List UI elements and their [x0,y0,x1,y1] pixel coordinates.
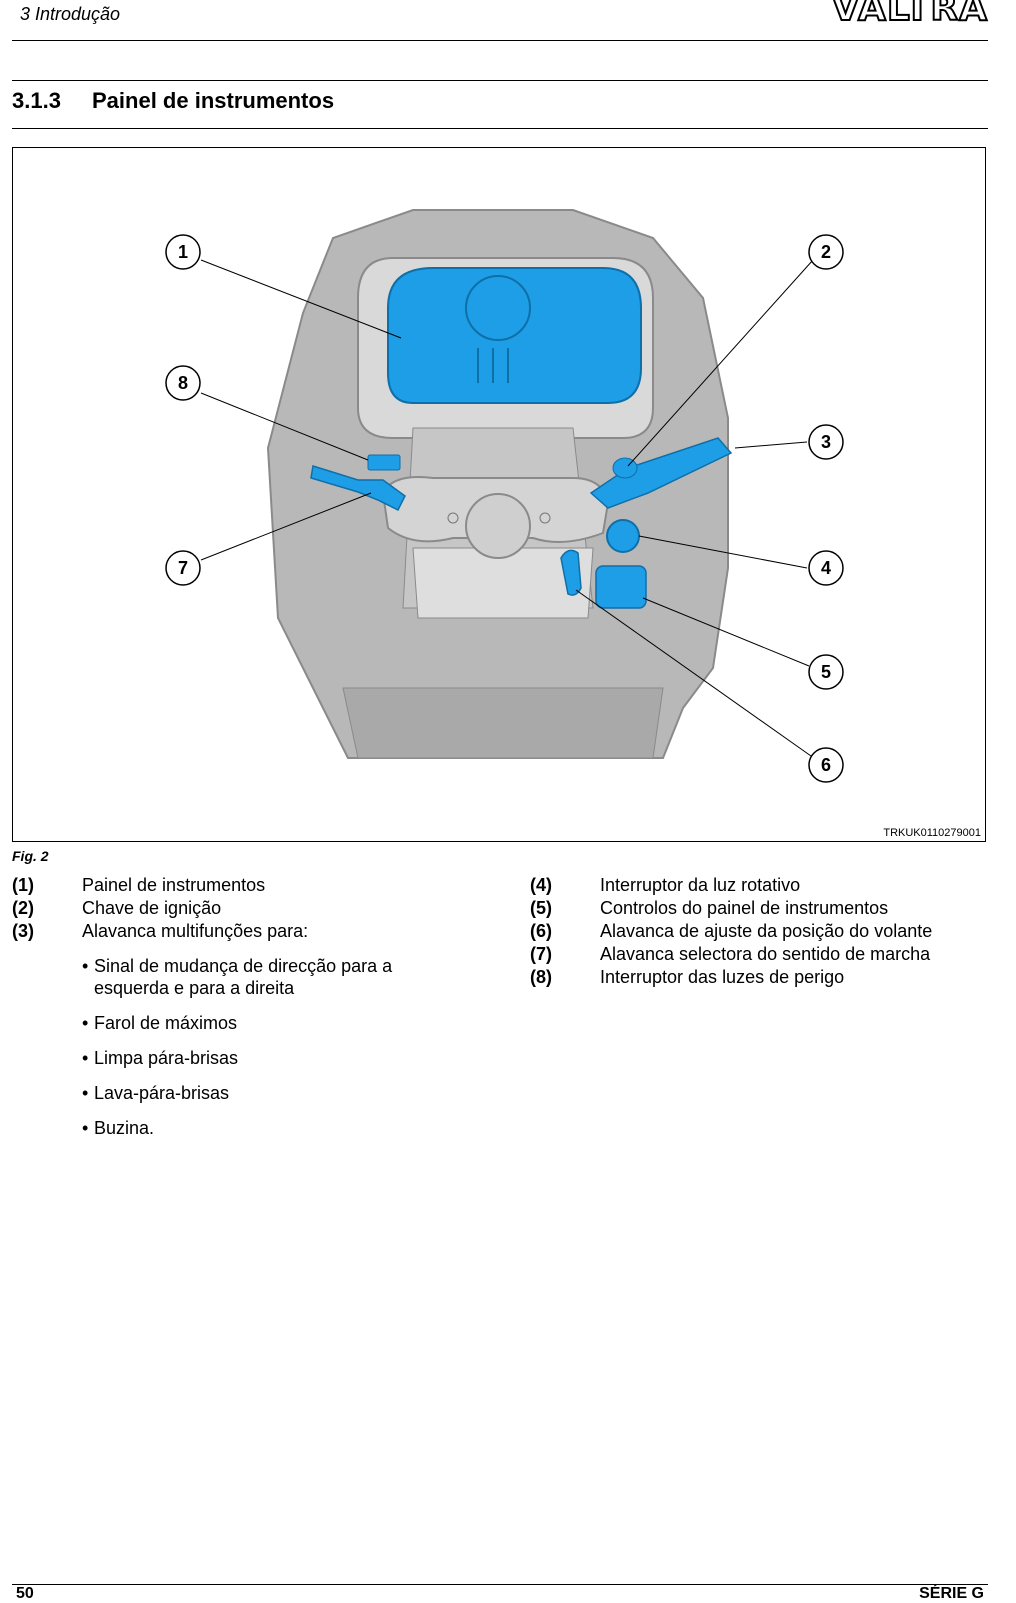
callout-7: 7 [165,550,201,586]
rotary-light-switch [606,519,640,553]
legend-key: (4) [530,875,552,895]
callout-4: 4 [808,550,844,586]
legend-item: (4) Interruptor da luz rotativo [530,874,932,897]
section-heading: 3.1.3 Painel de instrumentos [12,88,334,114]
svg-text:8: 8 [178,373,188,393]
legend-key: (8) [530,967,552,987]
legend-item: (6) Alavanca de ajuste da posição do vola… [530,920,932,943]
bullet-text: Farol de máximos [94,1013,238,1033]
legend-key: (6) [530,921,552,941]
callout-2: 2 [808,234,844,270]
section-number: 3.1.3 [12,88,61,113]
steering-adjust-lever [560,549,582,596]
legend-left: (1) Painel de instrumentos (2) Chave de ig… [12,874,308,943]
bullet-text: Buzina. [94,1118,155,1138]
brand-logo: VALTRA [831,0,988,30]
bullet-item: •Farol de máximos [82,1012,454,1034]
legend-key: (5) [530,898,552,918]
legend-item: (1) Painel de instrumentos [12,874,308,897]
legend-text: Alavanca de ajuste da posição do volante [600,921,933,941]
bullet-text: Limpa pára-brisas [94,1048,239,1068]
bullet-item: •Sinal de mudança de direcção para a esq… [82,955,454,999]
header-section-label: 3 Introdução [20,4,121,24]
footer-divider [12,1584,988,1585]
svg-text:7: 7 [178,558,188,578]
legend-text: Chave de ignição [82,898,222,918]
legend-key: (1) [12,875,34,895]
legend-text: Interruptor da luz rotativo [600,875,801,895]
callout-8: 8 [165,365,201,401]
legend-key: (2) [12,898,34,918]
callout-markers: 1 2 3 4 5 6 7 8 [165,234,844,783]
steering-column [381,476,610,559]
direction-lever [310,465,406,512]
legend-text: Alavanca selectora do sentido de marcha [600,944,931,964]
footer-series: SÉRIE G [919,1585,984,1602]
legend-text: Painel de instrumentos [82,875,266,895]
legend-item: (8) Interruptor das luzes de perigo [530,966,932,989]
svg-text:4: 4 [821,558,831,578]
callout-6: 6 [808,747,844,783]
header-divider [12,40,988,41]
callout-3: 3 [808,424,844,460]
legend-item: (2) Chave de ignição [12,897,308,920]
legend-item: (5) Controlos do painel de instrumentos [530,897,932,920]
svg-text:1: 1 [178,242,188,262]
callout-1: 1 [165,234,201,270]
bullet-text: Sinal de mudança de direcção para a esqu… [94,956,393,998]
panel-controls [595,565,647,609]
callout-lines [200,259,814,757]
page-number: 50 [16,1585,34,1602]
figure-image-id: TRKUK0110279001 [883,827,981,839]
legend-item: (3) Alavanca multifunções para: [12,920,308,943]
callout-5: 5 [808,654,844,690]
svg-text:3: 3 [821,432,831,452]
legend-text: Controlos do painel de instrumentos [600,898,889,918]
legend-right: (4) Interruptor da luz rotativo (5) Contro… [530,874,932,989]
section-title: Painel de instrumentos [92,88,335,113]
figure-frame: 1 2 3 4 5 6 7 8 TRKUK0110279001 [12,147,986,842]
bullet-item: •Buzina. [82,1117,454,1139]
bullet-list: •Sinal de mudança de direcção para a esq… [82,955,454,1152]
legend-key: (7) [530,944,552,964]
svg-text:5: 5 [821,662,831,682]
legend-text: Interruptor das luzes de perigo [600,967,845,987]
section-top-divider [12,80,988,81]
legend-item: (7) Alavanca selectora do sentido de marc… [530,943,932,966]
figure-caption: Fig. 2 [12,848,49,864]
svg-text:6: 6 [821,755,831,775]
svg-text:2: 2 [821,242,831,262]
legend-text: Alavanca multifunções para: [82,921,309,941]
bullet-item: •Lava-pára-brisas [82,1082,454,1104]
bullet-text: Lava-pára-brisas [94,1083,230,1103]
bullet-item: •Limpa pára-brisas [82,1047,454,1069]
hazard-switch [367,454,401,471]
legend-key: (3) [12,921,34,941]
dashboard-illustration: 1 2 3 4 5 6 7 8 [165,209,844,783]
section-bottom-divider [12,128,988,129]
